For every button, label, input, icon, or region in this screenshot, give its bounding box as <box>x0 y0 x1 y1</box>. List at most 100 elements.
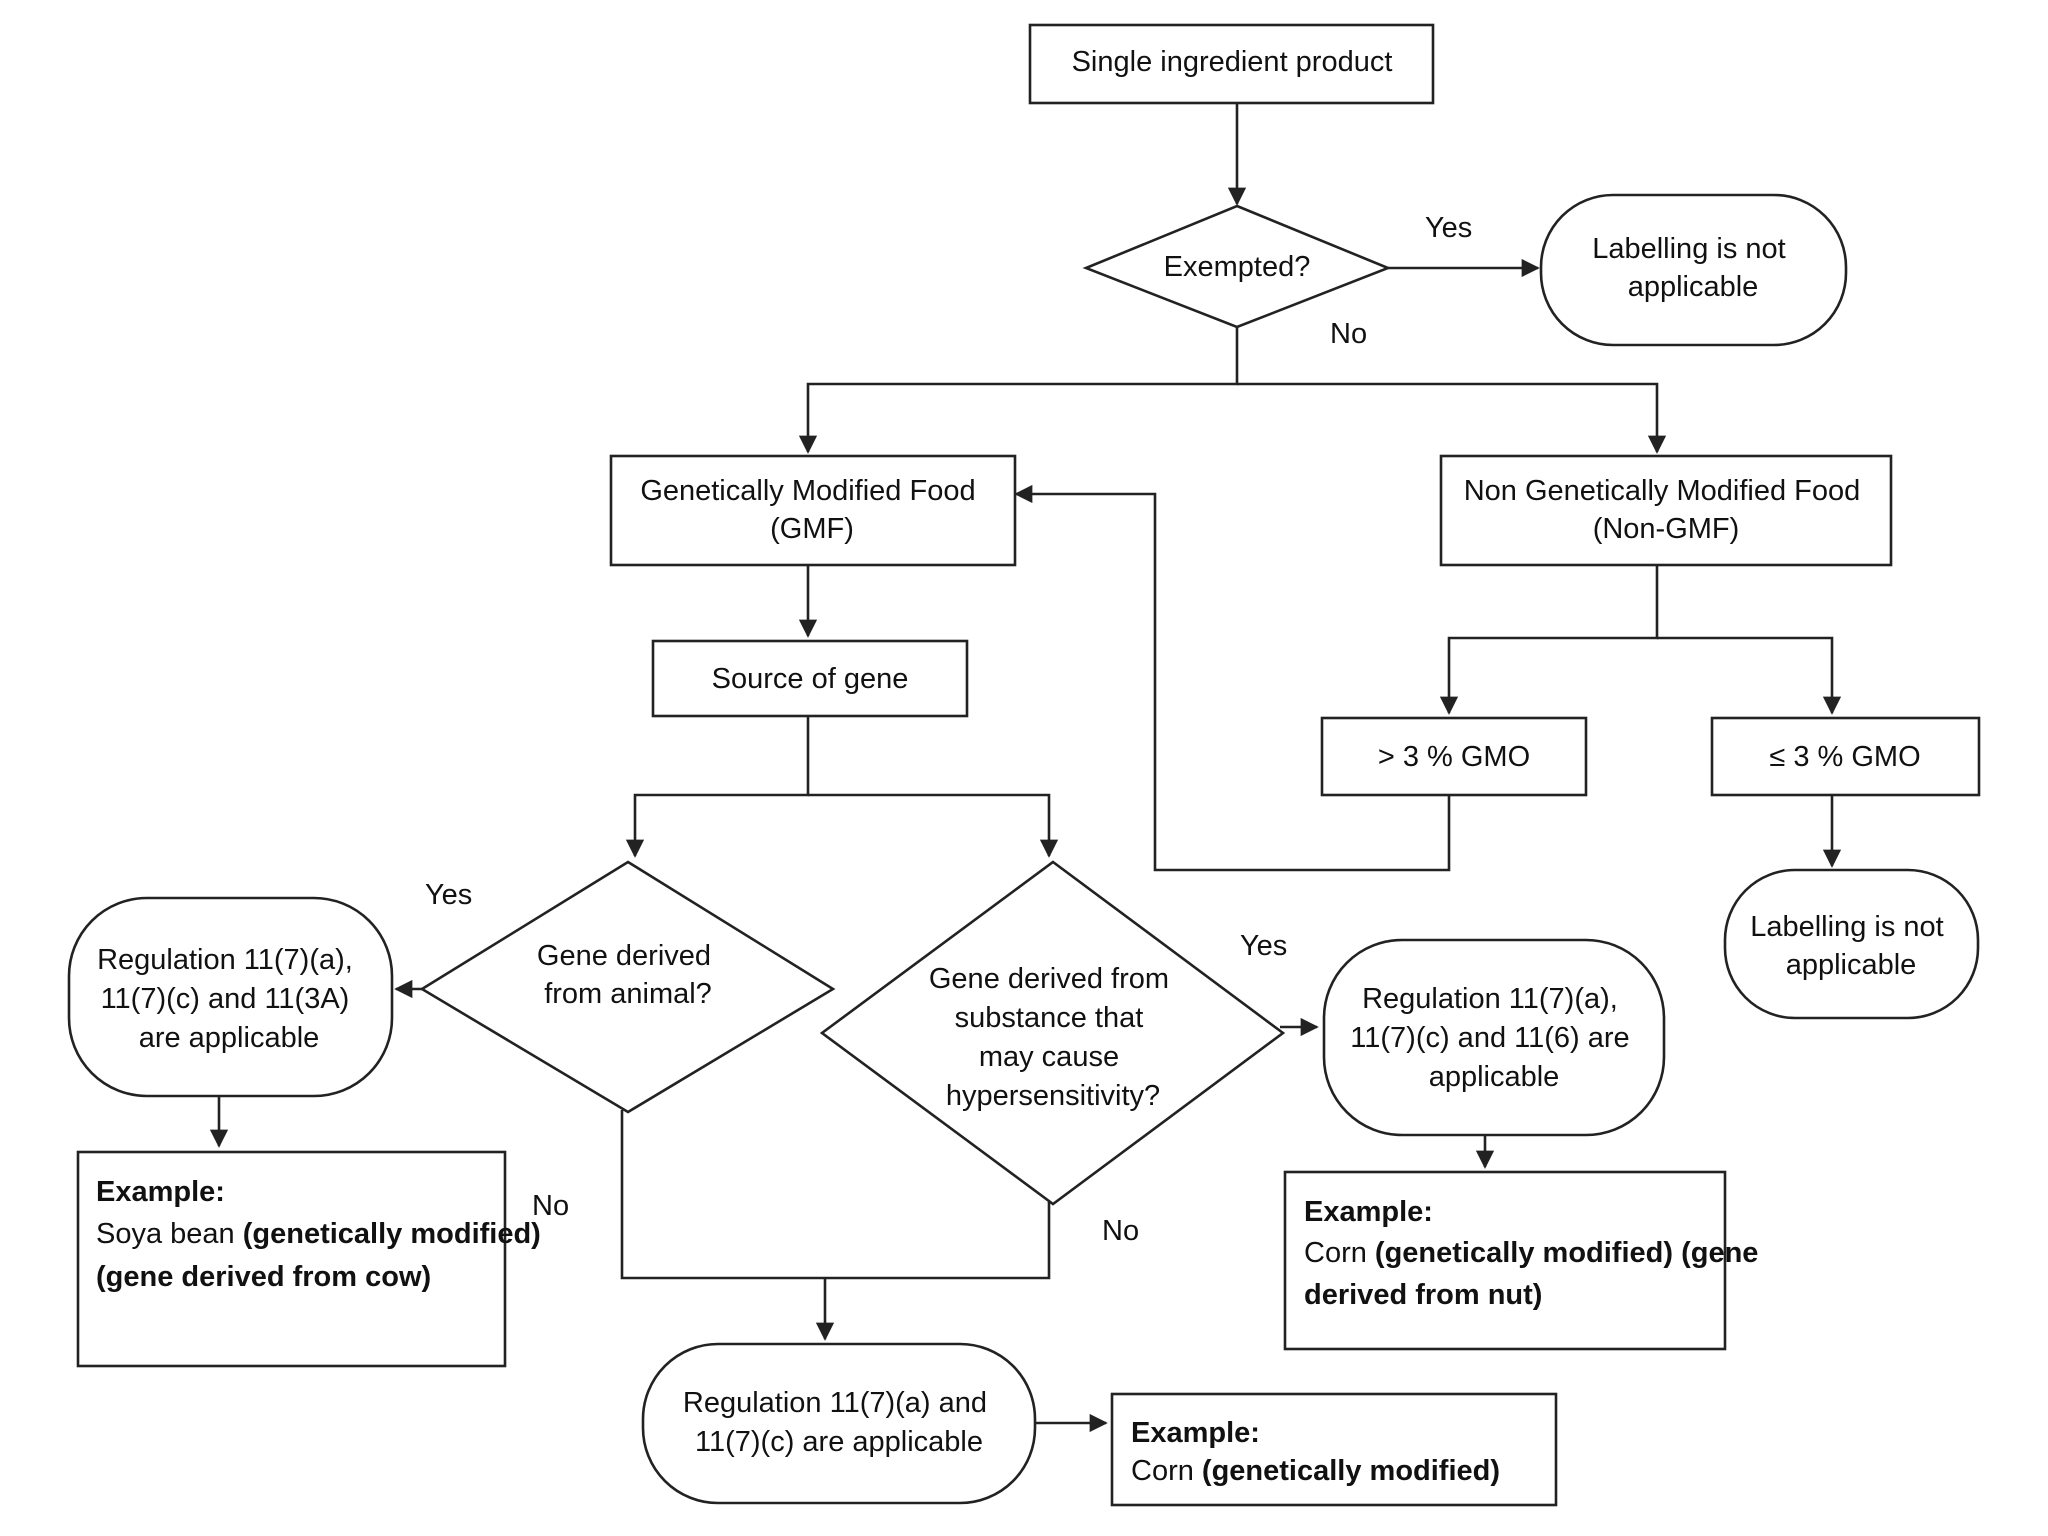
example-animal: Example: Soya bean (genetically modified… <box>76 1150 541 1368</box>
example-hypersensitivity-line-2: derived from nut) <box>1304 1279 1542 1311</box>
node-gene-animal-shape <box>419 860 836 1114</box>
node-reg-hypersensitivity-line-1: Regulation 11(7)(a), <box>1362 983 1618 1015</box>
node-gene-hypersensitivity-label: Gene derived from substance that may cau… <box>929 963 1177 1112</box>
node-gene-animal-label: Gene derived from animal? <box>537 940 719 1010</box>
example-general-heading: Example: <box>1131 1417 1260 1449</box>
node-reg-hypersensitivity-line-2: 11(7)(c) and 11(6) are <box>1350 1022 1629 1054</box>
node-single-ingredient-line: Single ingredient product <box>1072 46 1393 78</box>
node-reg-animal: Regulation 11(7)(a), 11(7)(c) and 11(3A)… <box>67 896 394 1098</box>
example-hypersensitivity: Example: Corn (genetically modified) (ge… <box>1283 1170 1758 1351</box>
node-source-of-gene: Source of gene <box>651 639 969 718</box>
node-gmf-line-1: Genetically Modified Food <box>640 475 975 507</box>
edge-source-split-left <box>625 716 810 858</box>
node-single-ingredient-label: Single ingredient product <box>1072 46 1393 78</box>
example-general-line-1: Corn (genetically modified) <box>1131 1455 1500 1487</box>
example-animal-line-1: Soya bean (genetically modified) <box>96 1218 541 1250</box>
node-reg-general-line-2: 11(7)(c) are applicable <box>695 1426 983 1458</box>
node-source-of-gene-line: Source of gene <box>712 663 909 695</box>
node-gene-hypersensitivity-shape <box>819 860 1286 1206</box>
edge-exempted-no <box>798 327 1239 454</box>
node-reg-general-line-1: Regulation 11(7)(a) and <box>683 1387 987 1419</box>
node-reg-general-label: Regulation 11(7)(a) and 11(7)(c) are app… <box>683 1387 995 1458</box>
node-le3-gmo: ≤ 3 % GMO <box>1710 716 1981 797</box>
node-labelling-na-top-label: Labelling is not applicable <box>1592 233 1794 303</box>
node-labelling-na-right-label: Labelling is not applicable <box>1750 911 1952 981</box>
node-labelling-na-right-line-2: applicable <box>1786 949 1917 981</box>
node-le3-gmo-shape <box>1710 716 1981 797</box>
node-reg-hypersensitivity-shape <box>1322 938 1666 1137</box>
node-gene-hypersensitivity: Gene derived from substance that may cau… <box>819 860 1286 1206</box>
node-reg-animal-line-3: are applicable <box>139 1022 320 1054</box>
node-le3-gmo-label: ≤ 3 % GMO <box>1769 741 1920 773</box>
node-gmf: Genetically Modified Food (GMF) <box>609 454 1017 567</box>
example-animal-line-1-bold: (genetically modified) <box>243 1218 541 1250</box>
edge-source-split-right <box>808 793 1059 858</box>
node-non-gmf-line-1: Non Genetically Modified Food <box>1464 475 1861 507</box>
node-reg-hypersensitivity-line-3: applicable <box>1429 1061 1560 1093</box>
node-gt3-gmo-shape <box>1320 716 1588 797</box>
node-non-gmf-shape <box>1439 454 1893 567</box>
node-gmf-line-2: (GMF) <box>770 513 854 545</box>
node-gene-hypersensitivity-line-2: substance that <box>955 1002 1144 1034</box>
node-exempted-line: Exempted? <box>1164 251 1311 283</box>
example-general: Example: Corn (genetically modified) <box>1110 1392 1558 1507</box>
node-reg-animal-shape <box>67 896 394 1098</box>
edge-nongmf-to-gt3 <box>1439 565 1659 715</box>
node-labelling-na-top: Labelling is not applicable <box>1539 193 1848 347</box>
label-animal-yes: Yes <box>425 879 472 911</box>
node-reg-general-shape <box>641 1342 1037 1505</box>
node-single-ingredient-shape <box>1028 23 1435 105</box>
example-general-line-1-bold: (genetically modified) <box>1202 1455 1500 1487</box>
node-reg-animal-line-1: Regulation 11(7)(a), <box>97 944 353 976</box>
example-hypersensitivity-shape <box>1283 1170 1727 1351</box>
node-single-ingredient: Single ingredient product <box>1028 23 1435 105</box>
example-animal-line-1-normal: Soya bean <box>96 1218 243 1250</box>
node-gene-hypersensitivity-line-1: Gene derived from <box>929 963 1169 995</box>
example-general-line-1-normal: Corn <box>1131 1455 1202 1487</box>
node-gene-animal-line-2: from animal? <box>544 978 712 1010</box>
node-exempted-label: Exempted? <box>1164 251 1311 283</box>
label-animal-no: No <box>532 1190 569 1222</box>
edge-animal-no <box>620 1110 1051 1280</box>
edge-nongmf-to-le3 <box>1657 636 1842 715</box>
node-non-gmf-line-2: (Non-GMF) <box>1593 513 1740 545</box>
example-animal-line-2: (gene derived from cow) <box>96 1261 431 1293</box>
node-reg-hypersensitivity-label: Regulation 11(7)(a), 11(7)(c) and 11(6) … <box>1350 983 1637 1093</box>
node-reg-animal-label: Regulation 11(7)(a), 11(7)(c) and 11(3A)… <box>97 944 361 1054</box>
node-exempted: Exempted? <box>1082 204 1392 329</box>
connectors <box>209 103 1842 1433</box>
label-hyper-no: No <box>1102 1215 1139 1247</box>
node-gt3-gmo: > 3 % GMO <box>1320 716 1588 797</box>
node-reg-general: Regulation 11(7)(a) and 11(7)(c) are app… <box>641 1342 1037 1505</box>
node-labelling-na-right-line-1: Labelling is not <box>1750 911 1943 943</box>
edge-labels: Yes No Yes No Yes No <box>425 212 1472 1247</box>
label-hyper-yes: Yes <box>1240 930 1287 962</box>
node-reg-hypersensitivity: Regulation 11(7)(a), 11(7)(c) and 11(6) … <box>1322 938 1666 1137</box>
node-gmf-label: Genetically Modified Food (GMF) <box>640 475 983 545</box>
example-hypersensitivity-line-1-bold: (genetically modified) (gene <box>1375 1237 1759 1269</box>
node-gene-hypersensitivity-line-3: may cause <box>979 1041 1119 1073</box>
node-labelling-na-right: Labelling is not applicable <box>1723 868 1980 1020</box>
node-gene-animal-line-1: Gene derived <box>537 940 711 972</box>
node-labelling-na-top-line-2: applicable <box>1628 271 1759 303</box>
example-hypersensitivity-line-1: Corn (genetically modified) (gene <box>1304 1237 1758 1269</box>
node-gt3-gmo-line: > 3 % GMO <box>1378 741 1530 773</box>
edge-exempted-no-right <box>1237 382 1667 454</box>
node-source-of-gene-label: Source of gene <box>712 663 909 695</box>
node-reg-animal-line-2: 11(7)(c) and 11(3A) <box>101 983 350 1015</box>
example-animal-shape <box>76 1150 507 1368</box>
node-labelling-na-right-shape <box>1723 868 1980 1020</box>
node-labelling-na-top-shape <box>1539 193 1848 347</box>
node-le3-gmo-line: ≤ 3 % GMO <box>1769 741 1920 773</box>
edge-gt3-to-gmf <box>1014 484 1451 872</box>
example-hypersensitivity-line-1-normal: Corn <box>1304 1237 1375 1269</box>
node-non-gmf-label: Non Genetically Modified Food (Non-GMF) <box>1464 475 1869 545</box>
label-exempted-yes: Yes <box>1425 212 1472 244</box>
node-gene-hypersensitivity-line-4: hypersensitivity? <box>946 1080 1160 1112</box>
example-general-shape <box>1110 1392 1558 1507</box>
node-source-of-gene-shape <box>651 639 969 718</box>
node-non-gmf: Non Genetically Modified Food (Non-GMF) <box>1439 454 1893 567</box>
node-exempted-shape <box>1082 204 1392 329</box>
label-exempted-no: No <box>1330 318 1367 350</box>
